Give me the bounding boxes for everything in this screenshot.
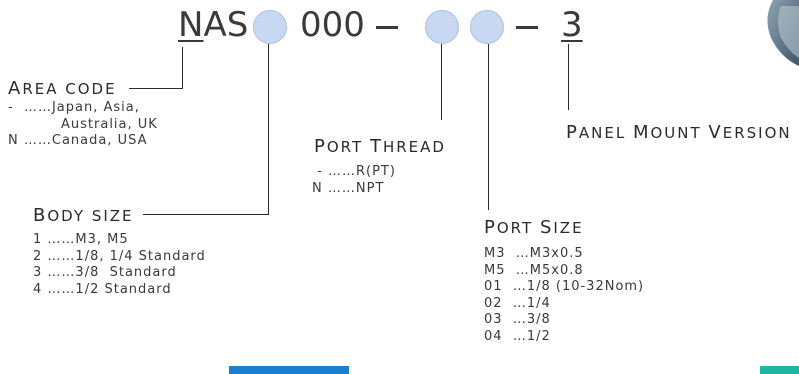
code-dash-1	[376, 26, 398, 29]
body-size-connector-h	[143, 214, 269, 215]
port-thread-heading: Port Thread	[314, 136, 446, 157]
option-row: 1 ……M3, M5	[33, 232, 129, 247]
option-row: M3 …M3x0.5	[484, 246, 584, 261]
option-row: 02 …1/4	[484, 295, 551, 311]
port-size-heading: Port Size	[484, 217, 584, 238]
option-row: - ……Japan, Asia,	[8, 100, 140, 115]
option-row: 03 …3/8	[484, 312, 551, 327]
port-thread-connector-v	[441, 44, 442, 120]
port-size-options: M3 …M3x0.5 M5 …M5x0.8 01 …1/8 (10-32Nom)…	[484, 246, 644, 345]
area-code-connector-h	[129, 88, 183, 89]
option-row: - ……R(PT)	[317, 164, 396, 179]
area-code-heading: Area Code	[8, 78, 117, 99]
code-prefix-first: N	[178, 5, 204, 45]
model-code-suffix: 3	[561, 5, 583, 45]
port-size-connector-v	[488, 44, 489, 210]
model-code-prefix: NAS	[178, 8, 248, 42]
option-row: N ……Canada, USA	[8, 133, 148, 148]
panel-mount-heading: Panel Mount Version	[566, 122, 792, 143]
option-row: 01 …1/8 (10-32Nom)	[484, 279, 645, 294]
panel-mount-connector-v	[568, 44, 569, 110]
option-row: 04 …1/2	[484, 328, 551, 344]
model-code-number: 000	[300, 5, 365, 45]
option-row: N ……NPT	[312, 180, 385, 196]
accent-bar-blue	[229, 366, 349, 374]
area-code-options: - ……Japan, Asia, Australia, UK N ……Canad…	[8, 100, 158, 150]
port-thread-slot	[425, 10, 459, 44]
option-row: 4 ……1/2 Standard	[33, 281, 172, 297]
option-row: 3 ……3/8 Standard	[33, 265, 177, 280]
port-thread-options: - ……R(PT) N ……NPT	[312, 164, 396, 197]
code-dash-2	[516, 26, 538, 29]
accent-bar-teal	[760, 366, 799, 374]
option-row: 2 ……1/8, 1/4 Standard	[33, 248, 206, 264]
port-size-slot	[470, 10, 504, 44]
option-row: Australia, UK	[61, 116, 158, 132]
option-row: M5 …M5x0.8	[484, 262, 584, 278]
corner-graphic	[767, 0, 799, 66]
area-code-connector-v	[182, 47, 183, 88]
code-prefix-rest: AS	[203, 5, 249, 45]
body-size-heading: Body Size	[33, 205, 134, 226]
body-size-slot	[253, 10, 287, 44]
body-size-options: 1 ……M3, M5 2 ……1/8, 1/4 Standard 3 ……3/8…	[33, 232, 206, 298]
body-size-connector-v	[268, 44, 269, 214]
